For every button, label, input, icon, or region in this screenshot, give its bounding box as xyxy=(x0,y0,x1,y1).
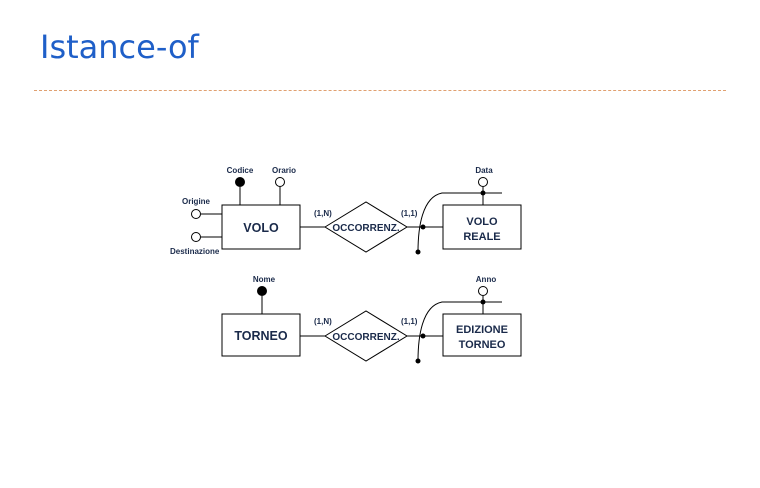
external-identifier-curve-2 xyxy=(417,301,502,362)
attr-anno-junction xyxy=(480,299,486,305)
entity-torneo xyxy=(221,313,301,357)
ext-id-end-2 xyxy=(415,358,421,364)
ext-id-end xyxy=(415,249,421,255)
attr-origine-dot xyxy=(191,209,201,219)
entity-edizione-torneo-label-2: TORNEO xyxy=(459,339,506,351)
cardinality-torneo: (1,N) xyxy=(314,317,332,326)
entity-volo xyxy=(221,204,301,250)
title-divider xyxy=(34,90,726,91)
attr-destinazione-dot xyxy=(191,232,201,242)
relationship-occorrenz-2-label: OCCORRENZ. xyxy=(332,332,399,343)
cardinality-voloreale: (1,1) xyxy=(401,209,418,218)
relationship-occorrenz-1-label: OCCORRENZ. xyxy=(332,223,399,234)
diagram-volo: VOLO Codice Orario Origine Destinazione … xyxy=(170,166,522,256)
cardinality-edizione: (1,1) xyxy=(401,317,418,326)
external-identifier-curve xyxy=(417,192,502,253)
attr-codice-label: Codice xyxy=(227,166,254,175)
attr-nome-label: Nome xyxy=(253,275,276,284)
ext-id-junction-2 xyxy=(420,333,426,339)
cardinality-volo: (1,N) xyxy=(314,209,332,218)
slide-title: Istance-of xyxy=(40,28,199,66)
entity-edizione-torneo-label-1: EDIZIONE xyxy=(456,324,508,336)
entity-edizione-torneo xyxy=(442,313,522,357)
attr-origine-label: Origine xyxy=(182,197,211,206)
ext-id-junction xyxy=(420,224,426,230)
entity-volo-reale xyxy=(442,204,522,250)
attr-nome-key-dot xyxy=(257,286,267,296)
diagram-torneo: TORNEO Nome (1,N) OCCORRENZ. (1,1) EDIZI… xyxy=(221,275,522,364)
attr-data-junction xyxy=(480,190,486,196)
entity-volo-reale-label-1: VOLO xyxy=(466,216,498,228)
attr-orario-dot xyxy=(275,177,285,187)
entity-torneo-label: TORNEO xyxy=(234,329,288,343)
attr-data-label: Data xyxy=(475,166,493,175)
attr-destinazione-label: Destinazione xyxy=(170,247,220,256)
entity-volo-label: VOLO xyxy=(243,221,279,235)
attr-orario-label: Orario xyxy=(272,166,296,175)
attr-data-dot xyxy=(478,177,488,187)
attr-anno-dot xyxy=(478,286,488,296)
attr-anno-label: Anno xyxy=(476,275,497,284)
attr-codice-key-dot xyxy=(235,177,245,187)
entity-volo-reale-label-2: REALE xyxy=(463,231,500,243)
